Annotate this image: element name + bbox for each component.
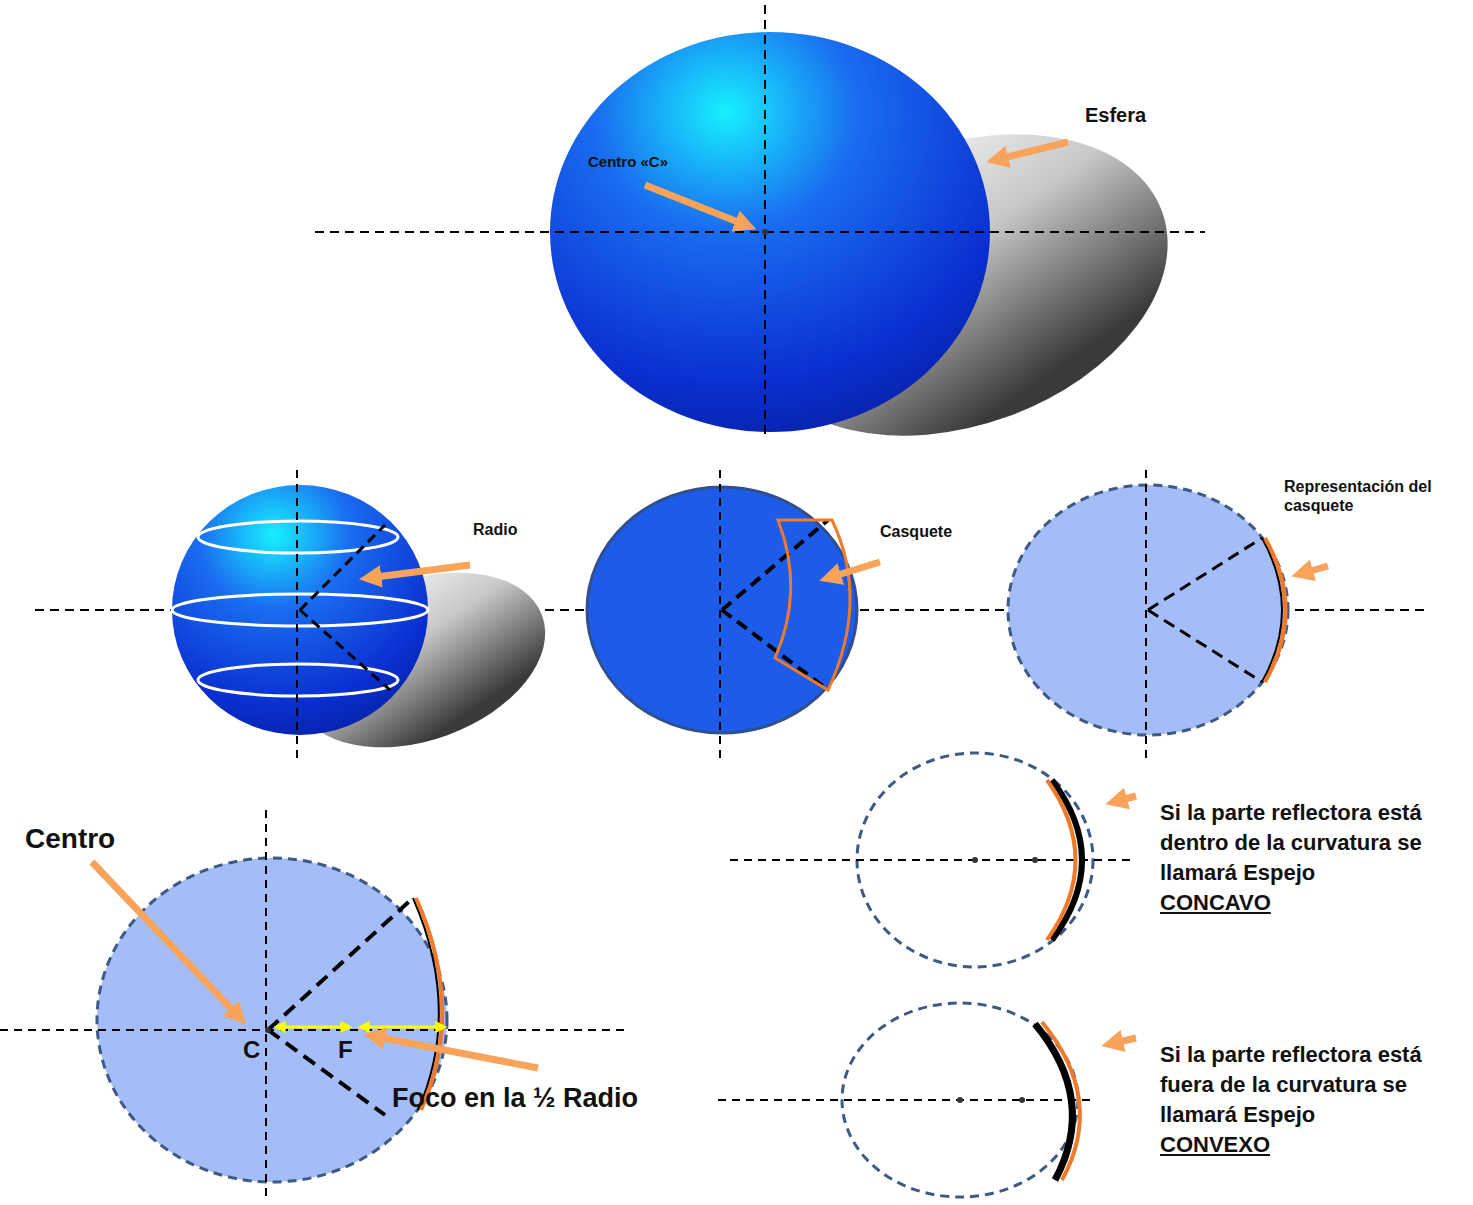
part-name: Centro «C» — [588, 153, 668, 171]
convex-mirror — [718, 1003, 1136, 1197]
sphere-radius — [172, 470, 570, 780]
focus-diagram — [0, 810, 625, 1200]
mirror-type: CONVEXO — [1160, 1132, 1270, 1157]
mirror-type: CONCAVO — [1160, 890, 1271, 915]
mirror-note: Si la parte reflectora está fuera de la … — [1160, 1040, 1430, 1160]
note-text: Si la parte reflectora está dentro de la… — [1160, 800, 1422, 885]
part-name: Radio — [473, 520, 517, 539]
part-name: Representación del casquete — [1284, 477, 1454, 515]
point-letter: F — [338, 1036, 353, 1065]
part-name: Foco en la ½ Radio — [392, 1082, 638, 1114]
note-text: Si la parte reflectora está fuera de la … — [1160, 1042, 1422, 1127]
big-sphere — [315, 5, 1210, 490]
part-name: Esfera — [1085, 103, 1146, 127]
part-name: Casquete — [880, 522, 952, 541]
cap-representation — [1008, 470, 1328, 760]
concave-mirror — [730, 753, 1136, 967]
sphere-cap — [587, 470, 880, 760]
mirror-note: Si la parte reflectora está dentro de la… — [1160, 798, 1430, 918]
point-letter: C — [243, 1036, 260, 1065]
part-name: Centro — [25, 822, 115, 856]
